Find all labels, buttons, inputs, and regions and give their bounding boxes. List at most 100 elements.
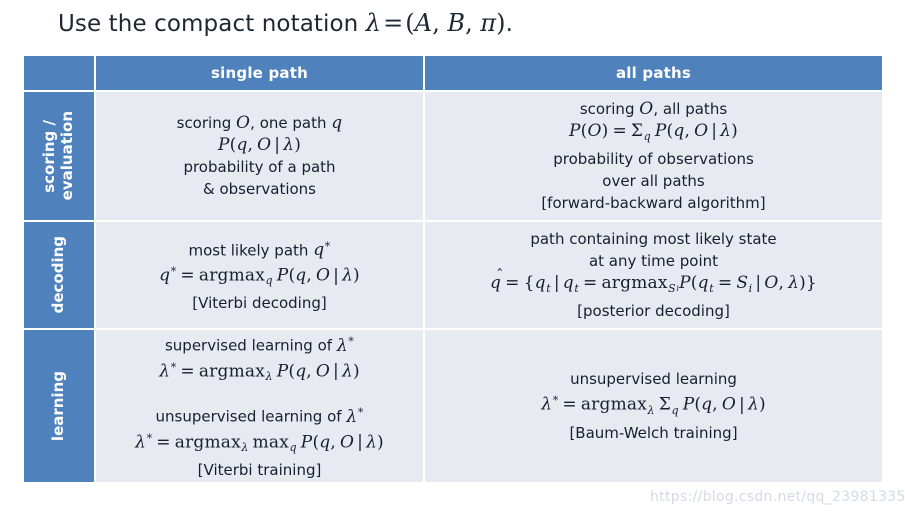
c21-l2-P: P: [276, 265, 289, 286]
c11-l4: & observations: [203, 180, 316, 198]
c11-l2-close: ): [294, 135, 302, 155]
c21-l1-q: q: [313, 240, 325, 261]
c11-l2-comma: ,: [247, 135, 254, 155]
c21-l2-star: *: [170, 265, 177, 279]
c22-l1: path containing most likely state: [530, 230, 777, 249]
c31-l2-argmax: argmax: [198, 361, 266, 382]
c12-l2-sigma: Σ: [630, 121, 644, 142]
c22-l3-O: O: [764, 273, 779, 294]
c22-l3-S-sub: i: [748, 281, 753, 295]
c31-l4-argmax: argmax: [174, 432, 241, 453]
title-text: Use the compact notation: [58, 11, 366, 37]
c32-l2-lambda2: λ: [747, 395, 759, 416]
c31-l3-lambda: λ: [346, 406, 358, 427]
c31-l1-a: supervised learning of: [164, 336, 333, 355]
c22-l3-q: q: [490, 265, 504, 294]
c31-l2-argmax-sub: λ: [265, 370, 273, 383]
header-single-path: single path: [96, 56, 423, 90]
c21-l2-comma: ,: [306, 265, 312, 286]
c31-l2-q: q: [295, 361, 307, 382]
c12-l2-lambda: λ: [720, 121, 732, 142]
c32-l2-argmax: argmax: [580, 395, 648, 416]
c11-l2-bar: |: [274, 135, 281, 155]
c11-l2-P: P: [217, 135, 230, 155]
title-open-paren: (: [405, 9, 415, 37]
c31-l3-a: unsupervised learning of: [155, 407, 342, 426]
row-label-line-1: scoring /: [40, 119, 59, 193]
c22-l3-obrace: {: [523, 273, 535, 294]
c32-l2-argmax-sub: λ: [647, 403, 655, 417]
c22-l3-eq3: =: [717, 273, 733, 294]
c12-l1-O: O: [639, 99, 654, 120]
row-label-scoring-evaluation: scoring /evaluation: [24, 92, 94, 220]
c32-l2-comma: ,: [712, 395, 718, 416]
c32-l2-sigma-sub: q: [671, 403, 679, 417]
c21-l3: [Viterbi decoding]: [192, 294, 327, 313]
c12-l5: [forward-backward algorithm]: [541, 193, 766, 212]
c11-l2-lambda: λ: [283, 135, 295, 155]
c12-l2-P2: P: [654, 121, 667, 142]
c12-l1-a: scoring: [579, 100, 635, 119]
c32-l2-eq: =: [562, 395, 577, 416]
c12-l2-comma: ,: [684, 121, 691, 142]
c12-l2-q: q: [673, 121, 685, 142]
cell-decoding-all-paths: path containing most likely state at any…: [425, 222, 882, 328]
c32-l2-P: P: [682, 395, 695, 416]
c21-l2-argmax-sub: q: [265, 274, 273, 288]
c11-l2-q: q: [236, 135, 248, 155]
c22-l3-eq: =: [505, 273, 520, 294]
c31-l4-bar: |: [357, 432, 364, 453]
c31-l1-star: *: [348, 335, 354, 349]
spacer: [96, 388, 423, 402]
c32-l2-bar: |: [739, 395, 745, 416]
c31-l2-lambda: λ: [159, 361, 171, 382]
row-label-decoding: decoding: [24, 222, 94, 328]
c32-l2-lambda: λ: [541, 395, 553, 416]
page-title: Use the compact notation λ=(A, B, π).: [58, 6, 513, 41]
c31-l4-max-sub: q: [289, 440, 297, 454]
c31-l4-argmax-sub: λ: [241, 440, 249, 454]
c32-l2-sigma: Σ: [658, 395, 671, 416]
c21-l1-star: *: [324, 239, 331, 253]
c12-l4: over all paths: [602, 171, 705, 190]
title-period: .: [505, 11, 514, 37]
c22-l3-argmax: argmax: [601, 273, 668, 294]
c31-l2-star: *: [170, 360, 177, 374]
c31-l2-eq: =: [180, 361, 195, 382]
c12-l2-eq: =: [612, 121, 627, 142]
c11-l1-a: scoring: [176, 114, 232, 132]
c22-l3-q3-sub: t: [709, 281, 714, 295]
c21-l2-q2: q: [295, 265, 307, 286]
c31-l4-max: max: [252, 432, 290, 453]
row-label-line-2: evaluation: [58, 111, 76, 201]
c22-l4: [posterior decoding]: [577, 301, 730, 320]
watermark-url: https://blog.csdn.net/qq_23981335: [650, 489, 905, 505]
c21-l2-O: O: [315, 265, 331, 286]
cell-scoring-single-path: scoring O, one path q P(q,O|λ) probabili…: [96, 92, 423, 220]
c31-l3-star: *: [357, 406, 364, 419]
header-corner-cell: [24, 56, 94, 90]
c21-l2-bar: |: [333, 265, 340, 286]
c21-l2-eq: =: [180, 265, 195, 286]
row-label-line-1: decoding: [49, 236, 68, 314]
c31-l2-bar: |: [333, 361, 339, 382]
c31-l2-lambda2: λ: [341, 361, 353, 382]
c31-l2-comma: ,: [306, 361, 312, 382]
table-row: learning supervised learning of λ* λ*=ar…: [24, 330, 882, 482]
c11-l1-b: , one path: [250, 114, 327, 132]
c11-l3: probability of a path: [183, 158, 336, 176]
c31-l4-eq: =: [156, 432, 171, 453]
c22-l3-P: P: [679, 273, 691, 294]
c21-l1-a: most likely path: [188, 241, 309, 260]
c11-l2-O: O: [257, 135, 272, 155]
c31-l2-P: P: [276, 361, 289, 382]
row-label-learning: learning: [24, 330, 94, 482]
c11-l1-q: q: [331, 113, 343, 133]
c22-l3-comma: ,: [778, 273, 785, 294]
c12-l1-b: , all paths: [653, 100, 728, 119]
c22-l3-bar2: |: [755, 273, 762, 294]
c21-l2-argmax: argmax: [198, 265, 266, 286]
